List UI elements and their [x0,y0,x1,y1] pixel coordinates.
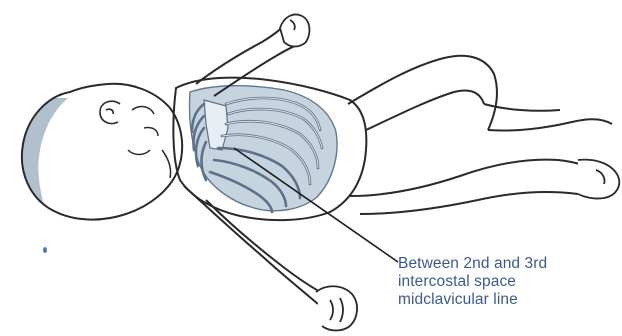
foot [578,160,619,199]
raised-fist [280,15,309,47]
lower-hand [316,286,357,330]
label-line-2: intercostal space [398,273,620,291]
anatomy-label: Between 2nd and 3rd intercostal space mi… [398,255,620,309]
ear [100,101,120,123]
raised-calf [484,104,612,131]
face-features [128,107,171,178]
stray-mark [43,247,47,253]
raised-leg [348,56,497,130]
extended-leg [350,160,606,214]
label-line-3: midclavicular line [398,291,620,309]
label-line-1: Between 2nd and 3rd [398,255,620,273]
head-outline [22,84,182,220]
head-shading [22,98,68,205]
